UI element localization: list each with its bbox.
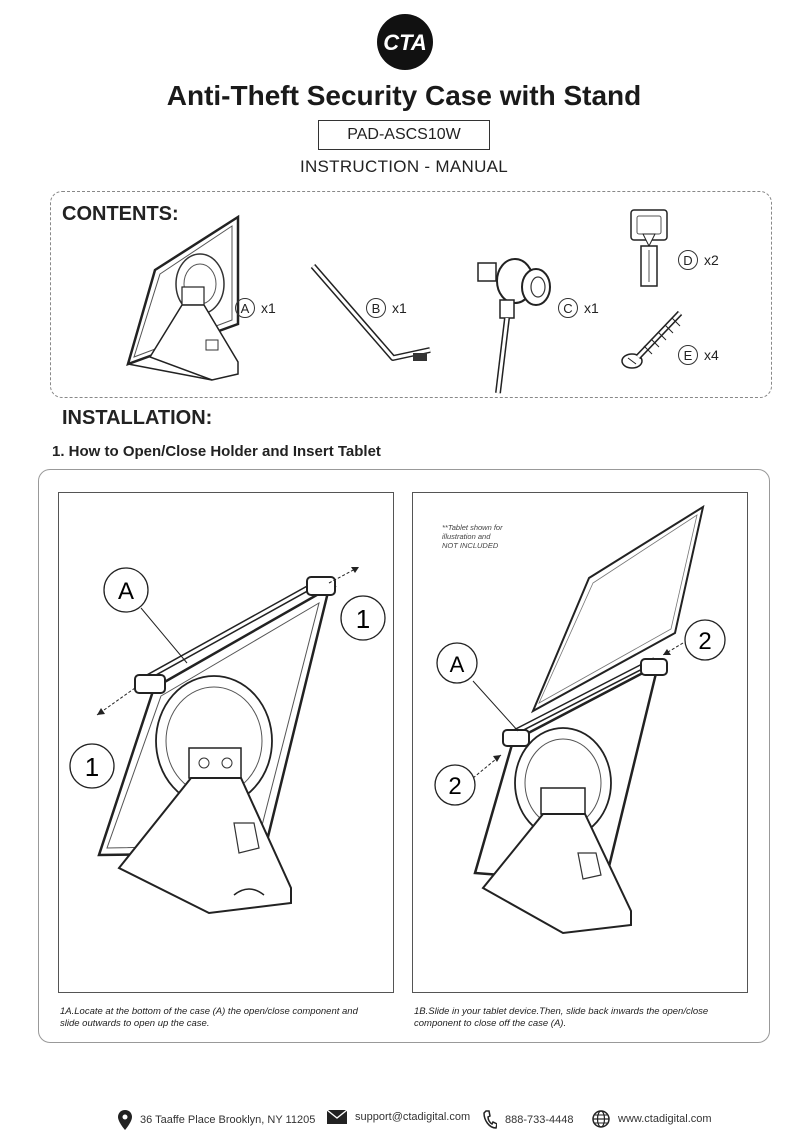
- item-qty: x1: [392, 300, 407, 316]
- installation-box: [38, 469, 770, 1043]
- item-letter: B: [366, 298, 386, 318]
- item-qty: x1: [584, 300, 599, 316]
- item-qty: x2: [704, 252, 719, 268]
- item-letter: D: [678, 250, 698, 270]
- step-number: 2: [448, 773, 461, 800]
- cta-logo: CTA: [377, 14, 433, 70]
- contents-item-a: A x1: [235, 298, 276, 318]
- footer-email: support@ctadigital.com: [327, 1110, 470, 1124]
- manual-subtitle: INSTRUCTION - MANUAL: [299, 157, 509, 176]
- open-case-illustration: A 1 1: [69, 566, 386, 915]
- step-number: 1: [85, 752, 99, 782]
- step-number: 1: [356, 604, 370, 634]
- footer-phone: 888-733-4448: [483, 1110, 574, 1130]
- tablet-not-included-note: **Tablet shown for illustration and NOT …: [442, 523, 503, 550]
- bracket-icon: [310, 264, 431, 361]
- key-icon: [630, 209, 668, 287]
- step-number: 2: [698, 628, 711, 655]
- item-letter: C: [558, 298, 578, 318]
- globe-icon: [592, 1110, 610, 1128]
- contents-box: [50, 191, 772, 398]
- footer-website: www.ctadigital.com: [592, 1110, 712, 1128]
- item-letter: E: [678, 345, 698, 365]
- caption-1b: 1B.Slide in your tablet device.Then, sli…: [414, 1006, 709, 1029]
- page-title: Anti-Theft Security Case with Stand: [166, 80, 642, 111]
- caption-1a: 1A.Locate at the bottom of the case (A) …: [60, 1006, 358, 1029]
- envelope-icon: [327, 1110, 347, 1124]
- cable-lock-icon: [477, 258, 551, 394]
- item-letter: A: [235, 298, 255, 318]
- item-qty: x4: [704, 347, 719, 363]
- screw-icon: [621, 310, 683, 369]
- contents-item-d: D x2: [678, 250, 719, 270]
- step1-title: 1. How to Open/Close Holder and Insert T…: [52, 443, 381, 460]
- contents-item-b: B x1: [366, 298, 407, 318]
- model-number: PAD-ASCS10W: [318, 120, 490, 150]
- location-pin-icon: [118, 1110, 132, 1130]
- insert-tablet-illustration: A 2 2: [434, 504, 726, 935]
- panel-open-case: A 1 1: [58, 492, 394, 993]
- tablet-case-stand-icon: [126, 214, 240, 381]
- contents-item-c: C x1: [558, 298, 599, 318]
- callout-letter: A: [450, 652, 465, 677]
- contents-heading: CONTENTS:: [62, 203, 179, 225]
- installation-heading: INSTALLATION:: [62, 407, 213, 429]
- contents-item-e: E x4: [678, 345, 719, 365]
- footer-address: 36 Taaffe Place Brooklyn, NY 11205: [118, 1110, 315, 1130]
- item-qty: x1: [261, 300, 276, 316]
- callout-letter: A: [118, 578, 134, 605]
- logo-text: CTA: [383, 30, 427, 55]
- phone-icon: [483, 1110, 497, 1129]
- panel-insert-tablet: A 2 2: [412, 492, 748, 993]
